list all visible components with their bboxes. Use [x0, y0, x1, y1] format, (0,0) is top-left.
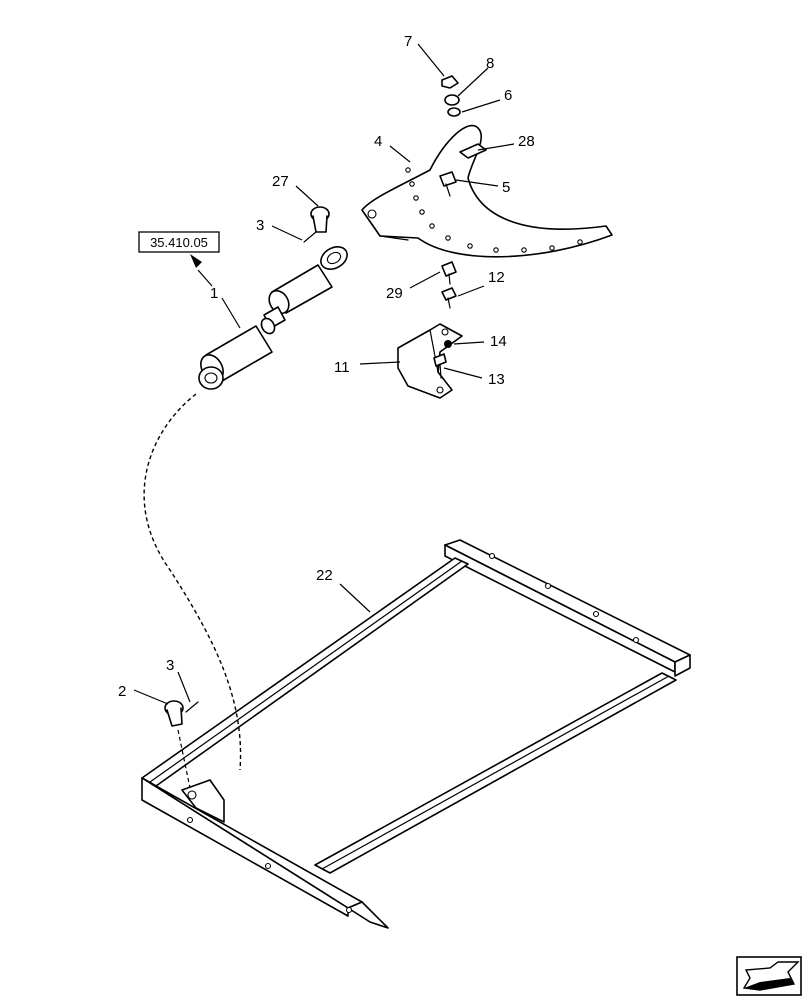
hydraulic-hose	[143, 393, 242, 771]
callout-13: 13	[488, 371, 505, 388]
callout-12: 12	[488, 269, 505, 286]
frame-assembly	[141, 539, 691, 929]
callout-5: 5	[502, 179, 510, 196]
callout-3-upper: 3	[256, 217, 264, 234]
callout-2: 2	[118, 683, 126, 700]
nut-washer-stack	[441, 75, 461, 117]
next-page-arrow-icon[interactable]	[736, 956, 802, 996]
callout-4: 4	[374, 133, 382, 150]
cotter-pin-3-lower	[185, 701, 199, 713]
callout-14: 14	[490, 333, 507, 350]
callout-labels: 1 2 3 3 4 5 6 7 8 11 12 13 14 22 27 28 2…	[118, 33, 535, 700]
bolt-29	[441, 261, 457, 285]
bolt-5	[439, 171, 457, 197]
callout-6: 6	[504, 87, 512, 104]
callout-22: 22	[316, 567, 333, 584]
reference-link[interactable]: 35.410.05	[138, 231, 220, 253]
leader-lines	[133, 43, 515, 705]
callout-7: 7	[404, 33, 412, 50]
hydraulic-cylinder	[198, 246, 348, 390]
arc-bracket	[361, 125, 613, 258]
mounting-bracket	[397, 323, 463, 399]
bolt-12	[441, 287, 457, 309]
reference-label[interactable]: 35.410.05	[150, 235, 208, 250]
callout-29: 29	[386, 285, 403, 302]
pin-27	[310, 206, 330, 233]
callout-27: 27	[272, 173, 289, 190]
pin-2	[164, 700, 184, 727]
callout-3-lower: 3	[166, 657, 174, 674]
nut-14	[444, 340, 452, 348]
callout-28: 28	[518, 133, 535, 150]
callout-8: 8	[486, 55, 494, 72]
callout-11: 11	[334, 359, 350, 376]
callout-1: 1	[210, 285, 218, 302]
bolt-13	[433, 353, 447, 379]
cotter-pin-3-upper	[303, 231, 317, 243]
